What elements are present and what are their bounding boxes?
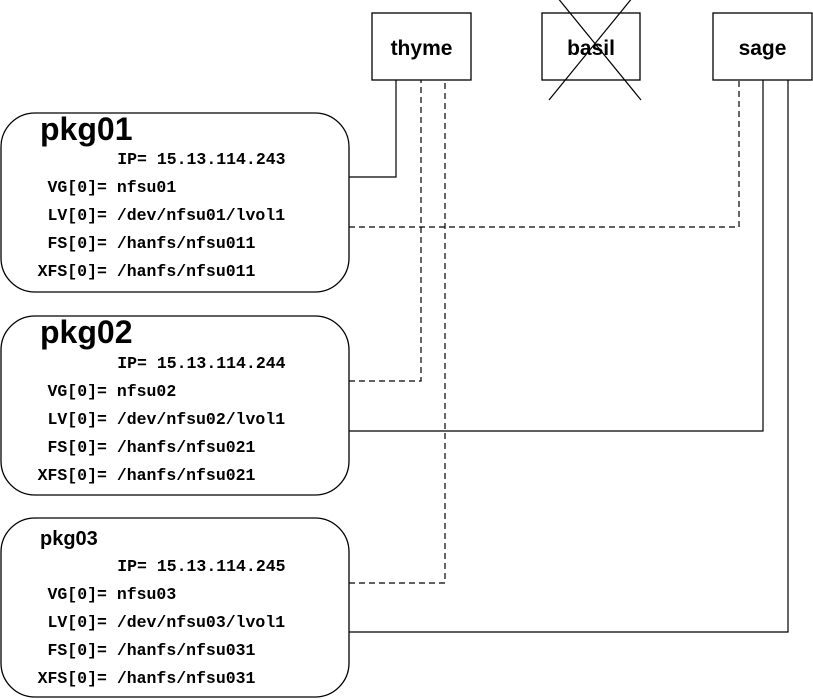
attribute-key: FS[0] — [47, 438, 97, 457]
node-label: sage — [739, 37, 787, 60]
attribute-key: XFS[0] — [38, 466, 97, 485]
attribute-value: nfsu02 — [117, 382, 176, 401]
attribute-value-row: = /dev/nfsu03/lvol1 — [97, 613, 285, 632]
attribute-key: VG[0] — [47, 178, 97, 197]
package-box — [0, 517, 350, 698]
attribute-value-row: = /dev/nfsu02/lvol1 — [97, 410, 285, 429]
node-box — [541, 12, 641, 81]
node-sage: sage — [712, 12, 813, 81]
attribute-value: 15.13.114.245 — [157, 557, 286, 576]
failed-cross-mark — [558, 0, 642, 101]
attribute-key: IP — [117, 354, 137, 373]
attribute-value-row: = nfsu03 — [97, 585, 176, 604]
package-title: pkg02 — [40, 314, 132, 350]
attribute-key: FS[0] — [47, 641, 97, 660]
attribute-value: /hanfs/nfsu011 — [117, 234, 256, 253]
attribute-key: LV[0] — [47, 613, 97, 632]
package-box — [0, 315, 350, 496]
node-thyme: thyme — [371, 12, 472, 81]
attribute-value-row: = /hanfs/nfsu031 — [97, 641, 256, 660]
attribute-value: 15.13.114.243 — [157, 150, 286, 169]
attribute-value: /hanfs/nfsu031 — [117, 669, 256, 688]
failed-cross-mark — [548, 0, 632, 101]
attribute-value: /hanfs/nfsu021 — [117, 438, 256, 457]
package-title: pkg01 — [40, 111, 132, 147]
attribute-key: FS[0] — [47, 234, 97, 253]
attribute-value-row: = nfsu01 — [97, 178, 176, 197]
package-attributes: IP = 15.13.114.245 VG[0] = nfsu03 LV[0] … — [38, 557, 286, 688]
attribute-value: /dev/nfsu01/lvol1 — [117, 206, 285, 225]
attribute-value-row: = 15.13.114.245 — [137, 557, 286, 576]
attribute-key: LV[0] — [47, 206, 97, 225]
attribute-value-row: = /hanfs/nfsu031 — [97, 669, 256, 688]
package-attributes: IP = 15.13.114.244 VG[0] = nfsu02 LV[0] … — [38, 354, 286, 485]
attribute-value: nfsu01 — [117, 178, 177, 197]
connector-pkg02-sage — [349, 80, 764, 432]
attribute-value-row: = /hanfs/nfsu011 — [97, 234, 256, 253]
attribute-value-row: = 15.13.114.243 — [137, 150, 286, 169]
attribute-value-row: = nfsu02 — [97, 382, 176, 401]
attribute-equals: = — [137, 150, 157, 169]
attribute-key: IP — [117, 557, 137, 576]
attribute-key: IP — [117, 150, 137, 169]
attribute-value: /dev/nfsu03/lvol1 — [117, 613, 285, 632]
attribute-value: /dev/nfsu02/lvol1 — [117, 410, 285, 429]
node-box — [712, 12, 813, 81]
attribute-key: VG[0] — [47, 585, 97, 604]
attribute-key: XFS[0] — [38, 262, 97, 281]
connector-pkg01-sage — [349, 80, 740, 228]
attribute-key: LV[0] — [47, 410, 97, 429]
attribute-value: nfsu03 — [117, 585, 177, 604]
package-box — [0, 112, 350, 293]
package-pkg01: pkg01 IP = 15.13.114.243 VG[0] = nfsu01 … — [0, 111, 350, 293]
node-box — [371, 12, 472, 81]
connector-pkg03-thyme — [349, 80, 446, 584]
node-label: thyme — [391, 37, 453, 60]
attribute-value-row: = /dev/nfsu01/lvol1 — [97, 206, 285, 225]
attribute-key: XFS[0] — [38, 669, 97, 688]
package-title: pkg03 — [40, 528, 98, 550]
package-attributes: IP = 15.13.114.243 VG[0] = nfsu01 LV[0] … — [38, 150, 286, 281]
package-pkg02: pkg02 IP = 15.13.114.244 VG[0] = nfsu02 … — [0, 314, 350, 496]
attribute-value: /hanfs/nfsu031 — [117, 641, 256, 660]
attribute-value-row: = /hanfs/nfsu021 — [97, 438, 256, 457]
node-basil: basil — [541, 0, 642, 101]
attribute-key: VG[0] — [47, 382, 97, 401]
attribute-value-row: = /hanfs/nfsu011 — [97, 262, 256, 281]
attribute-value: /hanfs/nfsu011 — [117, 262, 256, 281]
attribute-value: /hanfs/nfsu021 — [117, 466, 256, 485]
package-pkg03: pkg03 IP = 15.13.114.245 VG[0] = nfsu03 … — [0, 517, 350, 698]
connector-pkg02-thyme — [349, 80, 422, 382]
attribute-value: 15.13.114.244 — [157, 354, 286, 373]
attribute-value-row: = 15.13.114.244 — [137, 354, 286, 373]
attribute-row: IP — [117, 150, 137, 169]
connectors — [349, 80, 789, 633]
connector-pkg01-thyme — [349, 80, 397, 178]
connector-pkg03-sage — [349, 80, 789, 633]
attribute-value-row: = /hanfs/nfsu021 — [97, 466, 256, 485]
